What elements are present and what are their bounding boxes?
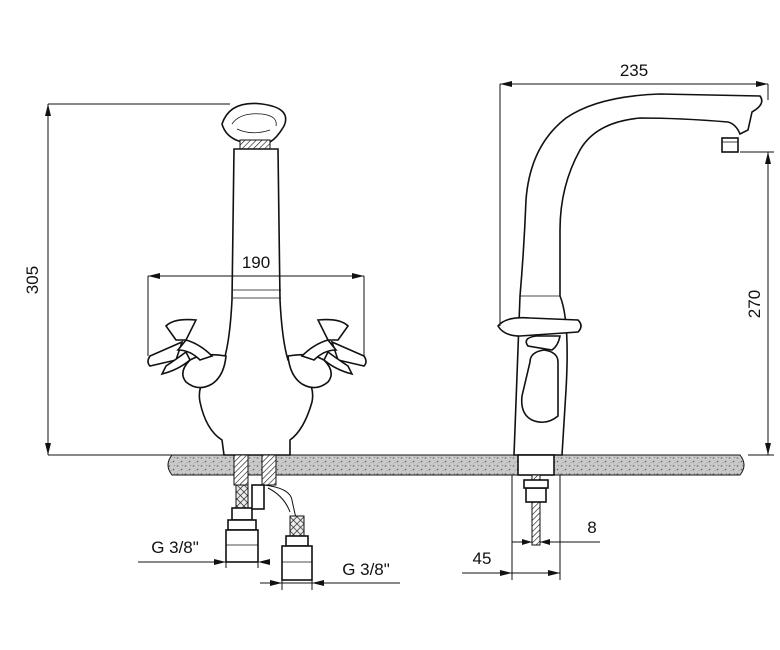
dim-label-235: 235 (620, 61, 648, 80)
countertop (167, 454, 745, 476)
dim-label-45: 45 (473, 549, 492, 568)
dim-label-190: 190 (242, 253, 270, 272)
dim-label-270: 270 (745, 290, 764, 318)
dim-label-305: 305 (23, 266, 42, 294)
dimension-lines (45, 81, 774, 590)
side-view-faucet (497, 93, 763, 546)
front-view-faucet (147, 102, 367, 581)
dim-label-g38-right: G 3/8" (342, 560, 390, 579)
dim-label-g38-left: G 3/8" (151, 538, 199, 557)
dim-label-8: 8 (587, 518, 596, 537)
